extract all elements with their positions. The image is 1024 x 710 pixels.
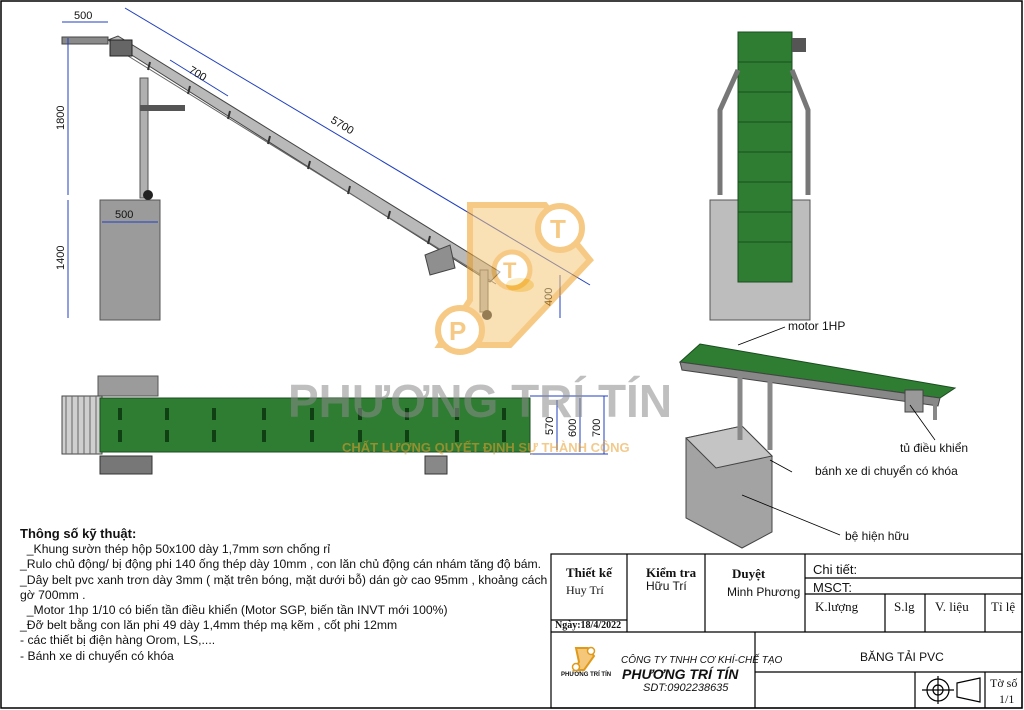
watermark-slogan: CHẤT LƯỢNG QUYẾT ĐỊNH SỰ THÀNH CÔNG [342,440,630,455]
material-label: V. liệu [935,599,969,614]
side-incline-rail [111,45,497,285]
watermark-letter-t1: T [550,214,566,244]
iso-base-top [684,425,774,469]
drawing-title: BĂNG TẢI PVC [860,650,944,664]
iso-leader-lines [737,326,936,536]
side-base-block [99,199,161,321]
dim-height-upper: 1800 [55,106,67,130]
company-name: PHƯƠNG TRÍ TÍN [622,666,739,682]
company-phone: SDT:0902238635 [643,682,729,694]
designer-name: Huy Trí [566,583,604,597]
checker-name: Hữu Trí [646,579,687,593]
sheet-label: Tờ số [990,676,1018,690]
plan-motor [99,455,153,475]
spec-line-6: - các thiết bị điện hàng Orom, LS,.... [20,633,216,648]
plan-control-box [424,455,448,475]
plan-base-top [97,375,159,397]
front-motor [792,38,806,52]
iso-view: motor 1HP tủ điều khiển bánh xe di chuyể… [678,319,968,549]
watermark-logo: P T T [434,202,594,355]
dim-inner-width: 600 [567,419,579,437]
front-leg-left [717,68,741,195]
logo-caption: PHƯƠNG TRÍ TÍN [561,672,612,678]
watermark: P T T PHƯƠNG TRÍ TÍN CHẤT LƯỢNG QUYẾT ĐỊ… [288,202,672,455]
dim-length: 5700 [328,114,355,137]
approver-label: Duyệt [732,566,766,581]
dim-height-lower: 1400 [55,246,67,270]
designer-label: Thiết kế [566,565,612,580]
spec-line-3: _Dây belt pvc xanh trơn dày 3mm ( mặt tr… [20,572,551,602]
side-control-box [424,244,456,276]
callout-base: bệ hiện hữu [845,529,909,543]
side-motor [109,39,133,57]
dim-outer-width: 700 [591,419,603,437]
approver-name: Minh Phương [727,585,801,599]
iso-control-box [904,389,924,413]
sheet-number: 1/1 [999,692,1015,706]
iso-frame [679,361,941,407]
plan-dimension-lines [530,395,608,455]
company-logo-icon [571,646,596,672]
side-incline-frame [106,35,501,283]
company-type: CÔNG TY TNHH CƠ KHÍ-CHẾ TẠO [621,655,783,666]
drawing-date: Ngày:18/4/2022 [555,620,622,631]
plan-head-rollers [65,396,97,454]
watermark-letter-p: P [449,316,466,346]
callout-motor: motor 1HP [788,319,845,333]
dim-belt-width: 570 [544,417,556,435]
detail-label: Chi tiết: [813,562,858,577]
callout-control-box: tủ điều khiển [900,441,968,455]
spec-line-2: _Rulo chủ động/ bị động phi 140 ống thép… [20,557,542,572]
quantity-label: S.lg [894,599,915,614]
specs-title: Thông số kỹ thuật: [20,526,137,541]
scale-label: Tỉ lệ [991,599,1016,614]
front-leg-right [789,69,811,195]
title-block-grid [550,553,1023,709]
top-plan-view: 570 600 700 [61,375,608,475]
spec-line-5: _Đỡ belt bằng con lăn phi 49 dày 1,4mm t… [20,618,398,633]
side-top-section [61,36,109,45]
plan-belt [99,397,531,453]
callout-wheel: bánh xe di chuyển có khóa [815,464,958,478]
side-elevation-view: 500 1800 1400 500 700 5700 400 [55,7,591,321]
front-view [709,31,811,321]
projection-symbol-icon [922,676,981,704]
spec-line-4: _Motor 1hp 1/10 có biến tần điều khiển (… [20,603,448,618]
plan-head-section [61,395,103,455]
side-cleats [147,61,431,245]
checker-label: Kiểm tra [646,565,697,580]
spec-line-1: _Khung sườn thép hộp 50x100 dày 1,7mm sơ… [20,542,331,557]
dim-base-width: 500 [115,209,133,221]
dim-top-width: 500 [74,10,92,22]
watermark-letter-t2: T [503,258,517,283]
weight-label: K.lượng [815,599,859,614]
technical-specs: Thông số kỹ thuật: _Khung sườn thép hộp … [20,526,550,664]
spec-line-7: - Bánh xe di chuyển có khóa [20,648,174,663]
plan-cleats [118,408,506,442]
msct-label: MSCT: [813,580,852,595]
side-wheel [143,190,153,200]
front-cleats [738,61,792,243]
front-belt [737,31,793,283]
side-support-leg [139,77,149,199]
watermark-brand: PHƯƠNG TRÍ TÍN [288,375,672,427]
